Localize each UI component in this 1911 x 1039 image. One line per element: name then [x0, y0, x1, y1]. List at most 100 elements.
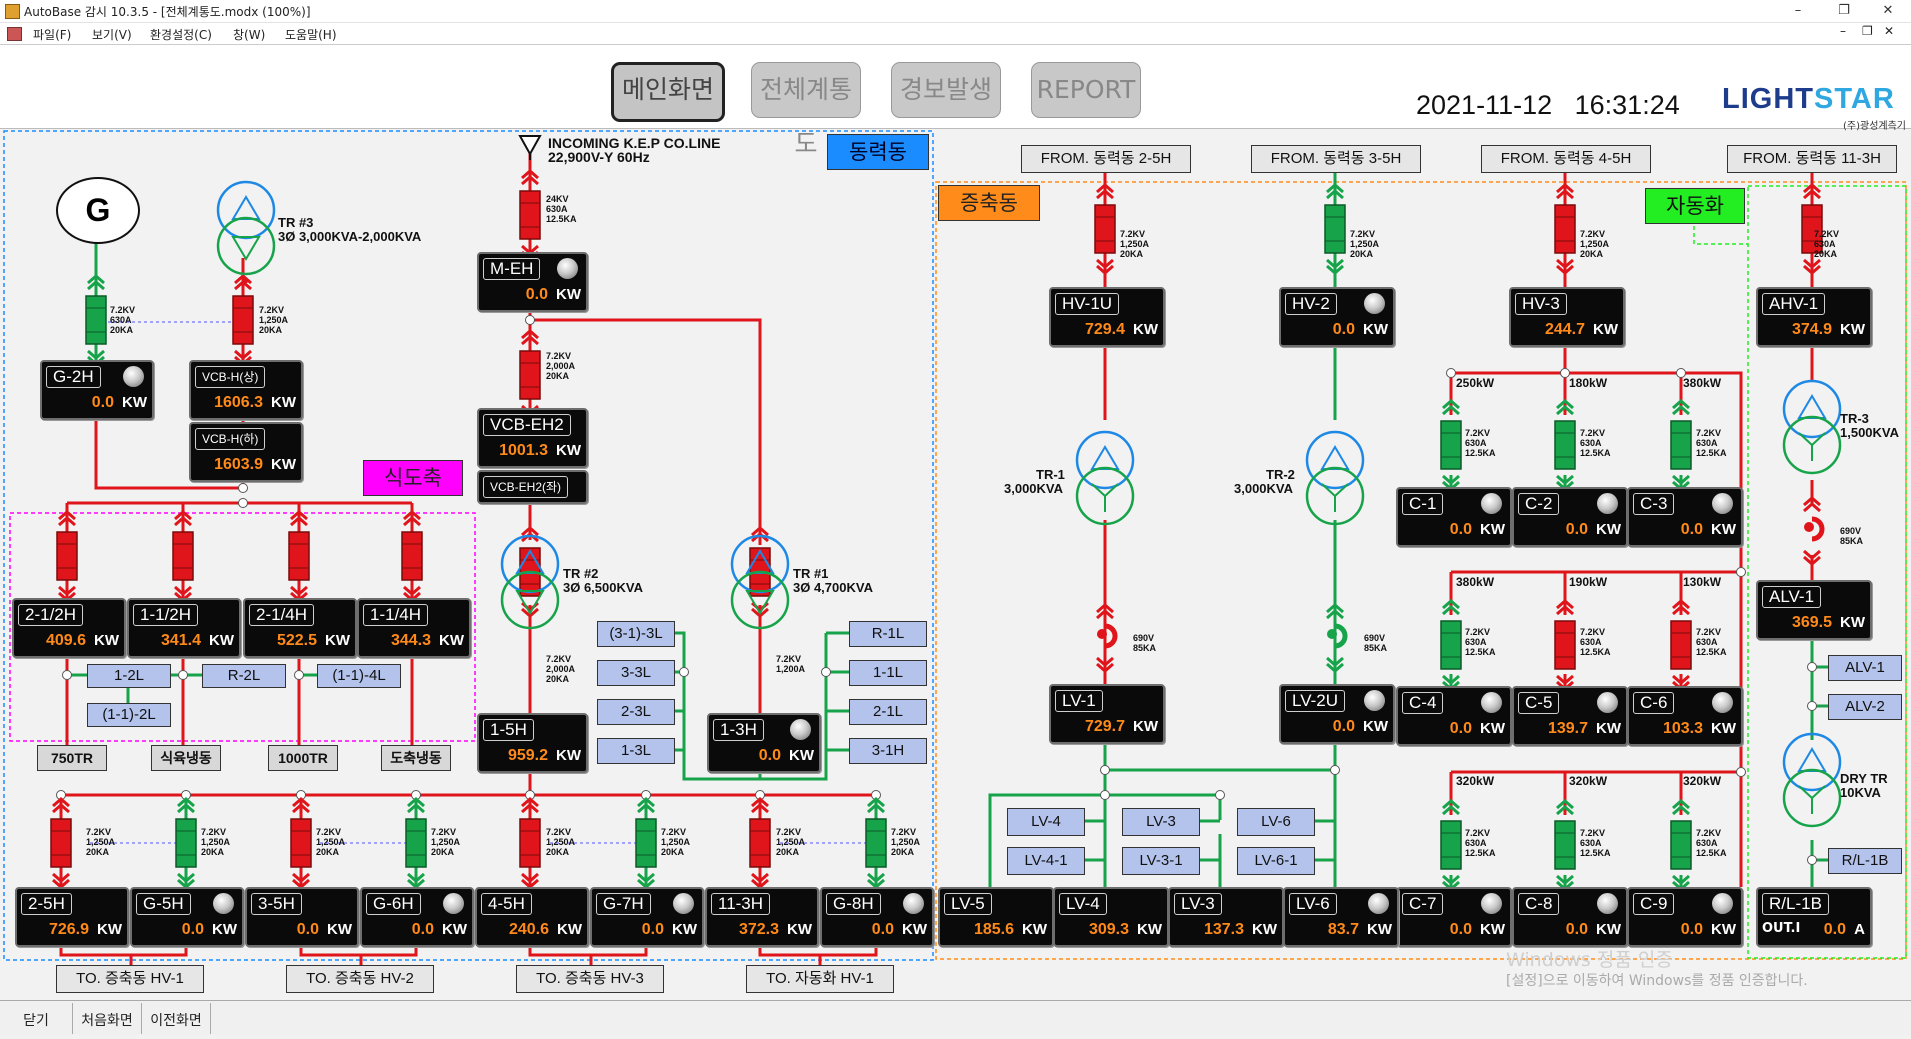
- breaker-icon[interactable]: [749, 797, 771, 889]
- from-box[interactable]: FROM. 동력동 4-5H: [1481, 145, 1651, 173]
- to-box[interactable]: TO. 증축동 HV-2: [286, 965, 434, 993]
- to-box[interactable]: TO. 자동화 HV-1: [746, 965, 894, 993]
- load-750tr[interactable]: 750TR: [37, 745, 107, 771]
- close-button[interactable]: ✕: [1882, 3, 1894, 18]
- breaker-icon[interactable]: [1440, 799, 1462, 891]
- load-R-1L[interactable]: R-1L: [849, 621, 927, 647]
- breaker-icon[interactable]: [1440, 599, 1462, 691]
- load-LV-6[interactable]: LV-6: [1237, 808, 1315, 836]
- load-R-2L[interactable]: R-2L: [202, 664, 286, 688]
- load-2-3L[interactable]: 2-3L: [597, 699, 675, 725]
- load-(3-1)-3L[interactable]: (3-1)-3L: [597, 621, 675, 647]
- load-LV-4[interactable]: LV-4: [1007, 808, 1085, 836]
- load-ALV-2[interactable]: ALV-2: [1828, 694, 1902, 720]
- report-button[interactable]: REPORT: [1031, 62, 1141, 118]
- breaker-icon[interactable]: [519, 329, 541, 421]
- full-diagram-button[interactable]: 전체계통도: [751, 62, 861, 158]
- menu-view[interactable]: 보기(V): [92, 28, 132, 42]
- breaker-icon[interactable]: [232, 274, 254, 366]
- breaker-icon[interactable]: [172, 510, 194, 602]
- load-ALV-1[interactable]: ALV-1: [1828, 655, 1902, 681]
- maximize-button[interactable]: ❐: [1838, 3, 1850, 18]
- breaker-icon[interactable]: [405, 797, 427, 889]
- breaker-icon[interactable]: [1670, 399, 1692, 491]
- load-1-2L[interactable]: 1-2L: [87, 664, 171, 688]
- from-box[interactable]: FROM. 동력동 11-3H: [1727, 145, 1897, 173]
- menu-file[interactable]: 파일(F): [33, 28, 72, 42]
- breaker-icon[interactable]: [1554, 799, 1576, 891]
- lv-breaker-icon[interactable]: [1326, 603, 1348, 673]
- load-3-1H[interactable]: 3-1H: [849, 738, 927, 764]
- breaker-icon[interactable]: [1094, 183, 1116, 275]
- load-1-1L[interactable]: 1-1L: [849, 660, 927, 686]
- breaker-icon[interactable]: [290, 797, 312, 889]
- menu-help[interactable]: 도움말(H): [285, 28, 337, 42]
- to-box[interactable]: TO. 증축동 HV-1: [56, 965, 204, 993]
- breaker-icon[interactable]: [50, 797, 72, 889]
- mdi-restore-button[interactable]: ❐: [1862, 24, 1873, 38]
- load-R/L-1B[interactable]: R/L-1B: [1828, 848, 1902, 874]
- load-2-1L[interactable]: 2-1L: [849, 699, 927, 725]
- lv-breaker-icon[interactable]: [1096, 603, 1118, 673]
- mdi-close-button[interactable]: ✕: [1884, 24, 1895, 38]
- close-screen-button[interactable]: 닫기: [0, 1003, 73, 1034]
- menu-settings[interactable]: 환경설정(C): [150, 28, 212, 42]
- from-box[interactable]: FROM. 동력동 3-5H: [1251, 145, 1421, 173]
- breaker-icon[interactable]: [1554, 599, 1576, 691]
- breaker-icon[interactable]: [1670, 599, 1692, 691]
- meter-panel-vcbeh2-l[interactable]: VCB-EH2(좌): [477, 470, 588, 504]
- breaker-icon[interactable]: [1554, 183, 1576, 275]
- breaker-icon[interactable]: [1554, 399, 1576, 491]
- load-1000tr[interactable]: 1000TR: [268, 745, 338, 771]
- breaker-icon[interactable]: [1440, 399, 1462, 491]
- load-sikyuk[interactable]: 식육냉동: [151, 745, 221, 771]
- load-LV-3-1[interactable]: LV-3-1: [1122, 847, 1200, 875]
- lv-breaker-icon[interactable]: [1803, 496, 1825, 566]
- alarm-button[interactable]: 경보발생: [891, 62, 1001, 118]
- first-screen-button[interactable]: 처음화면: [73, 1003, 142, 1034]
- load-LV-6-1[interactable]: LV-6-1: [1237, 847, 1315, 875]
- load-(1-1)-2L[interactable]: (1-1)-2L: [87, 703, 171, 727]
- load-dochuk[interactable]: 도축냉동: [381, 745, 451, 771]
- load-1-3L[interactable]: 1-3L: [597, 738, 675, 764]
- menu-window[interactable]: 창(W): [233, 28, 266, 42]
- load-LV-3[interactable]: LV-3: [1122, 808, 1200, 836]
- previous-screen-button[interactable]: 이전화면: [142, 1003, 211, 1034]
- breaker-icon[interactable]: [401, 510, 423, 602]
